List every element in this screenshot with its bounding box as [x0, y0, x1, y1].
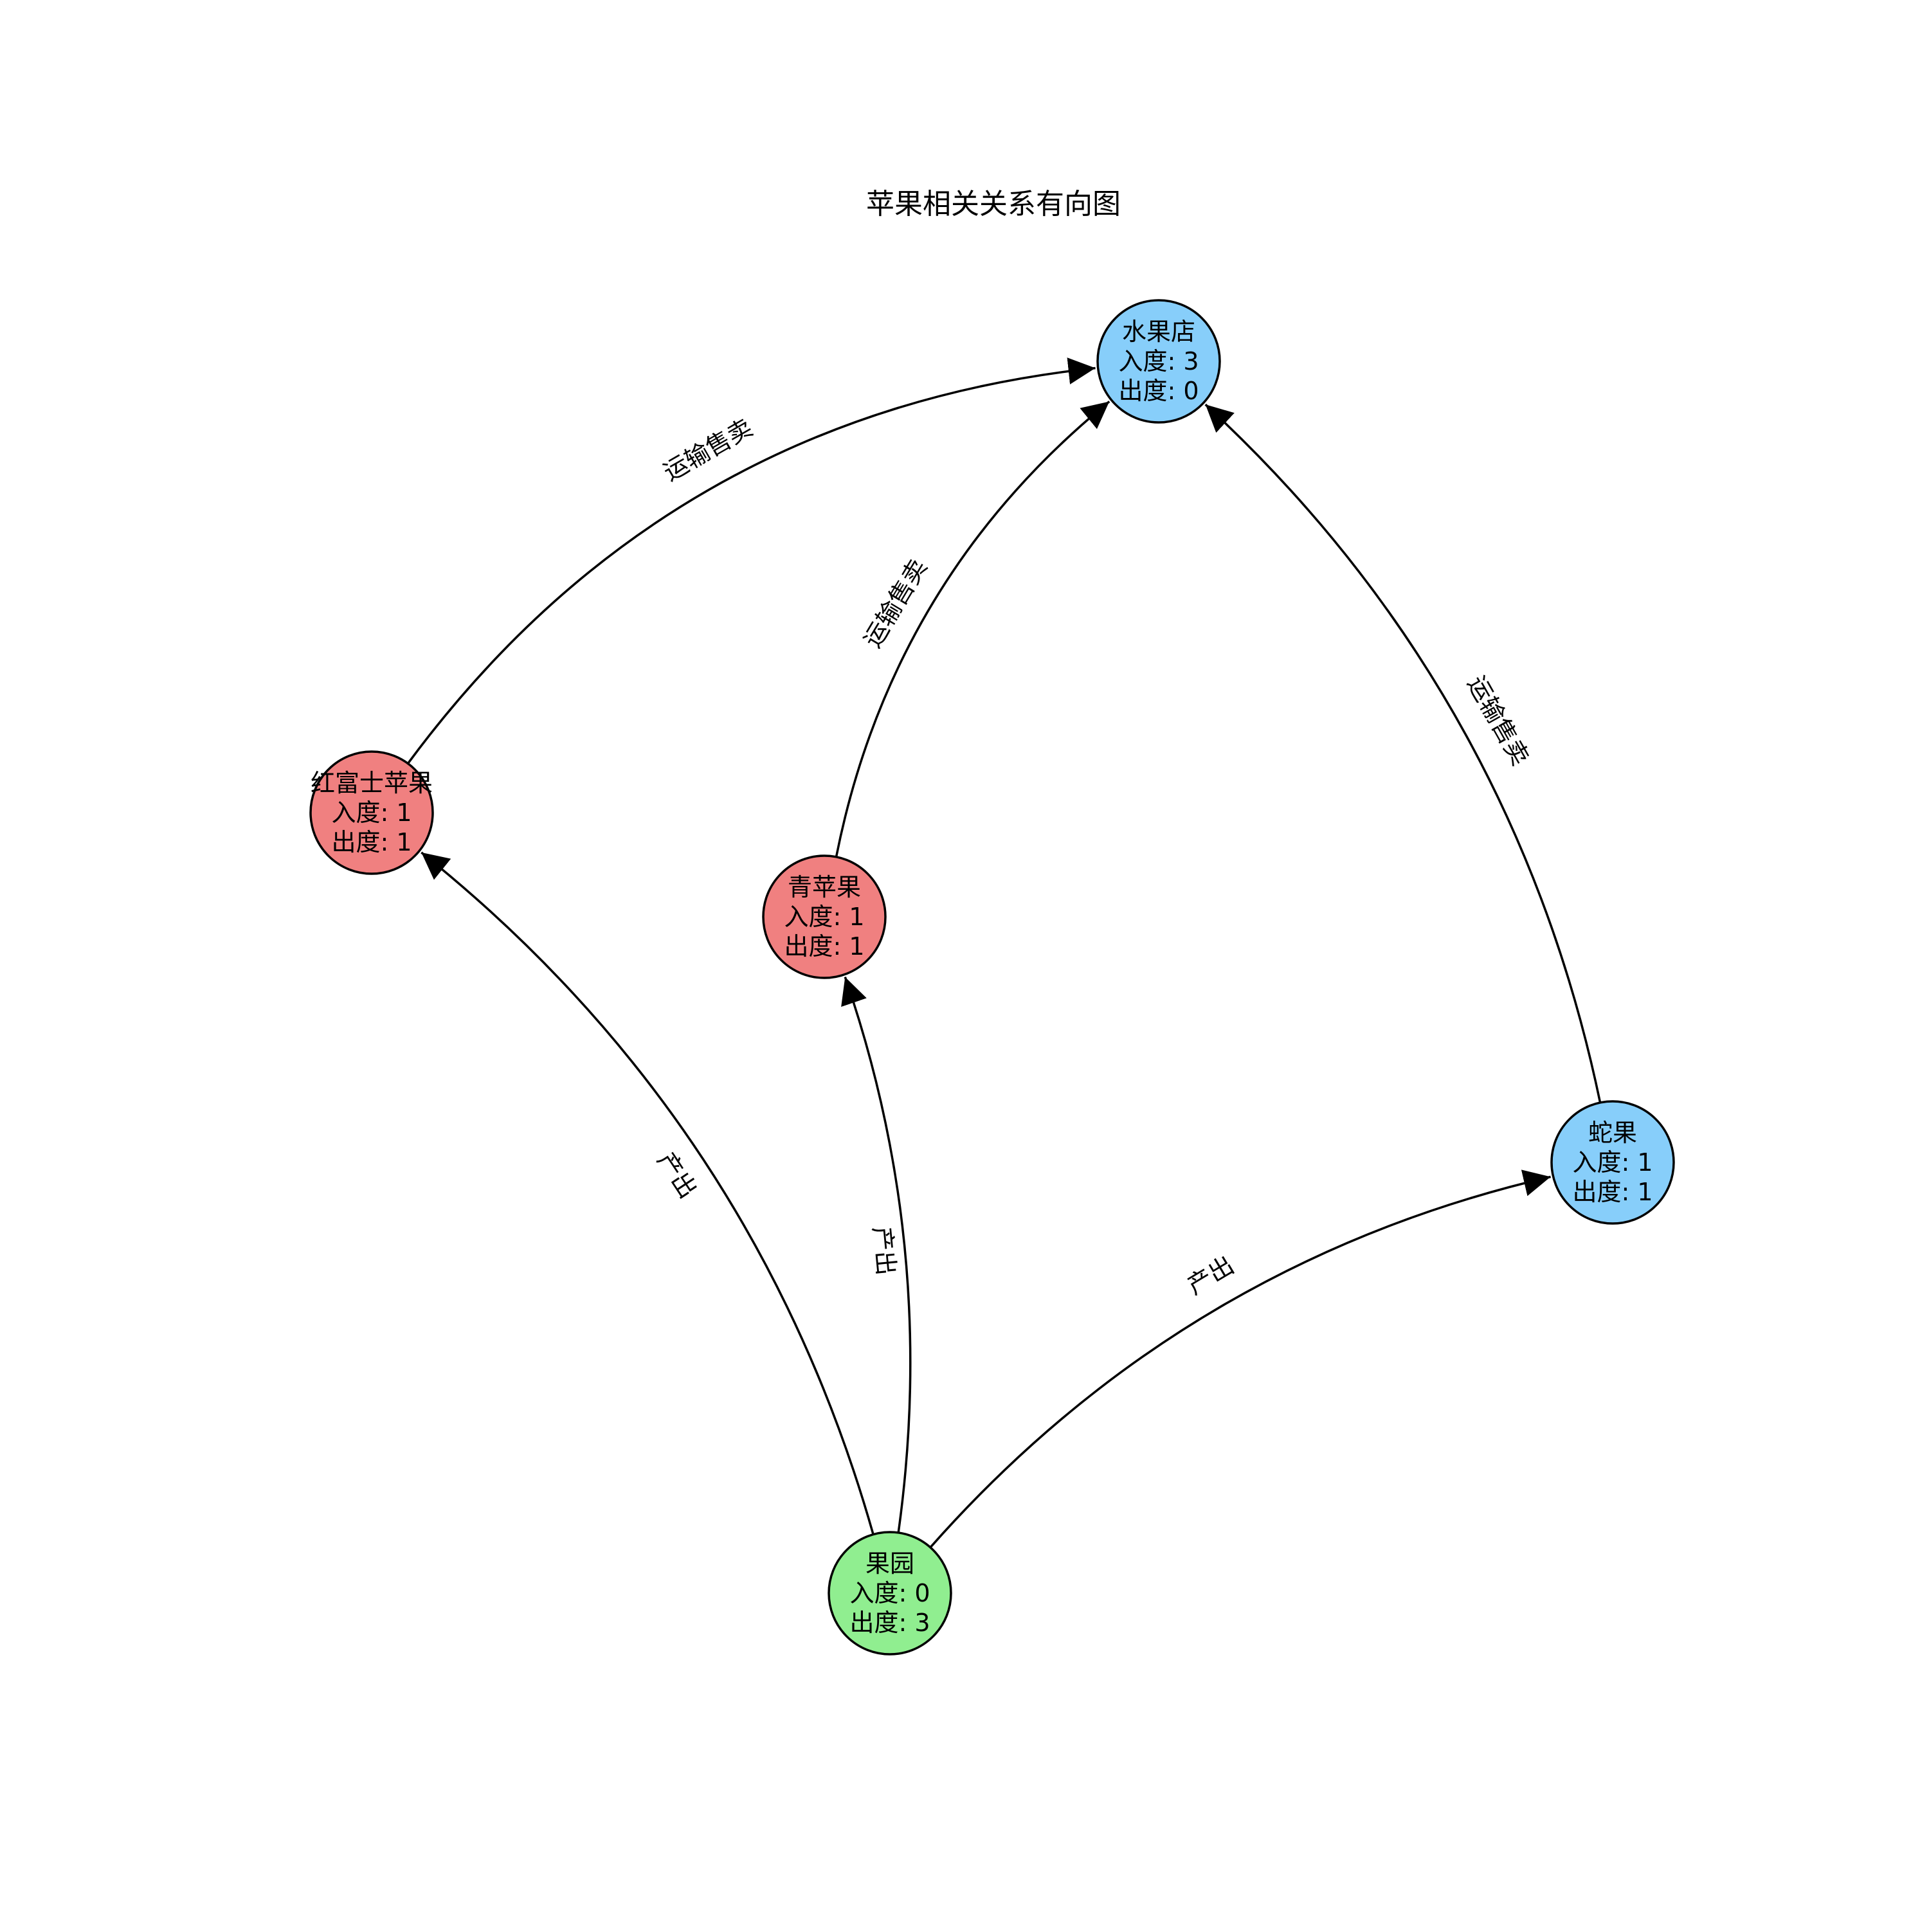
- edge-orchard-fuji: [421, 851, 874, 1535]
- edge-labels-layer: 运输售卖运输售卖运输售卖产出产出产出: [652, 413, 1535, 1300]
- edge-orchard-green: [841, 977, 912, 1533]
- node-out-degree-green: 出度: 1: [784, 932, 864, 961]
- edges-layer: [406, 357, 1602, 1548]
- node-name-fuji: 红富士苹果: [311, 769, 433, 797]
- node-in-degree-fuji: 入度: 1: [331, 799, 412, 827]
- node-in-degree-orchard: 入度: 0: [849, 1579, 930, 1607]
- node-circle-shop: [1096, 299, 1221, 424]
- node-name-snake: 蛇果: [1588, 1119, 1637, 1147]
- node-out-degree-fuji: 出度: 1: [331, 828, 412, 856]
- node-in-degree-shop: 入度: 3: [1118, 347, 1199, 375]
- node-name-shop: 水果店: [1122, 318, 1195, 346]
- edge-fuji-shop: [406, 357, 1096, 764]
- edge-snake-shop: [1204, 403, 1602, 1103]
- node-out-degree-snake: 出度: 1: [1572, 1178, 1653, 1206]
- node-circle-fuji: [309, 750, 434, 875]
- edge-orchard-snake: [929, 1169, 1551, 1548]
- node-name-green: 青苹果: [788, 873, 861, 901]
- node-out-degree-shop: 出度: 0: [1118, 377, 1199, 405]
- node-name-orchard: 果园: [865, 1549, 914, 1578]
- node-circle-snake: [1550, 1100, 1675, 1225]
- edge-label-green-shop: 运输售卖: [858, 554, 933, 653]
- edge-label-orchard-fuji: 产出: [652, 1147, 703, 1204]
- node-out-degree-orchard: 出度: 3: [849, 1609, 930, 1637]
- node-circle-orchard: [828, 1531, 952, 1656]
- edge-label-fuji-shop: 运输售卖: [658, 413, 757, 487]
- edge-label-snake-shop: 运输售卖: [1462, 671, 1535, 770]
- node-in-degree-snake: 入度: 1: [1572, 1148, 1653, 1177]
- diagram-title: 苹果相关关系有向图: [866, 188, 1121, 221]
- node-circle-green: [762, 854, 887, 979]
- node-in-degree-green: 入度: 1: [784, 903, 864, 931]
- edge-green-shop: [835, 401, 1110, 858]
- edge-label-orchard-green: 产出: [867, 1225, 900, 1277]
- edge-label-orchard-snake: 产出: [1182, 1250, 1239, 1300]
